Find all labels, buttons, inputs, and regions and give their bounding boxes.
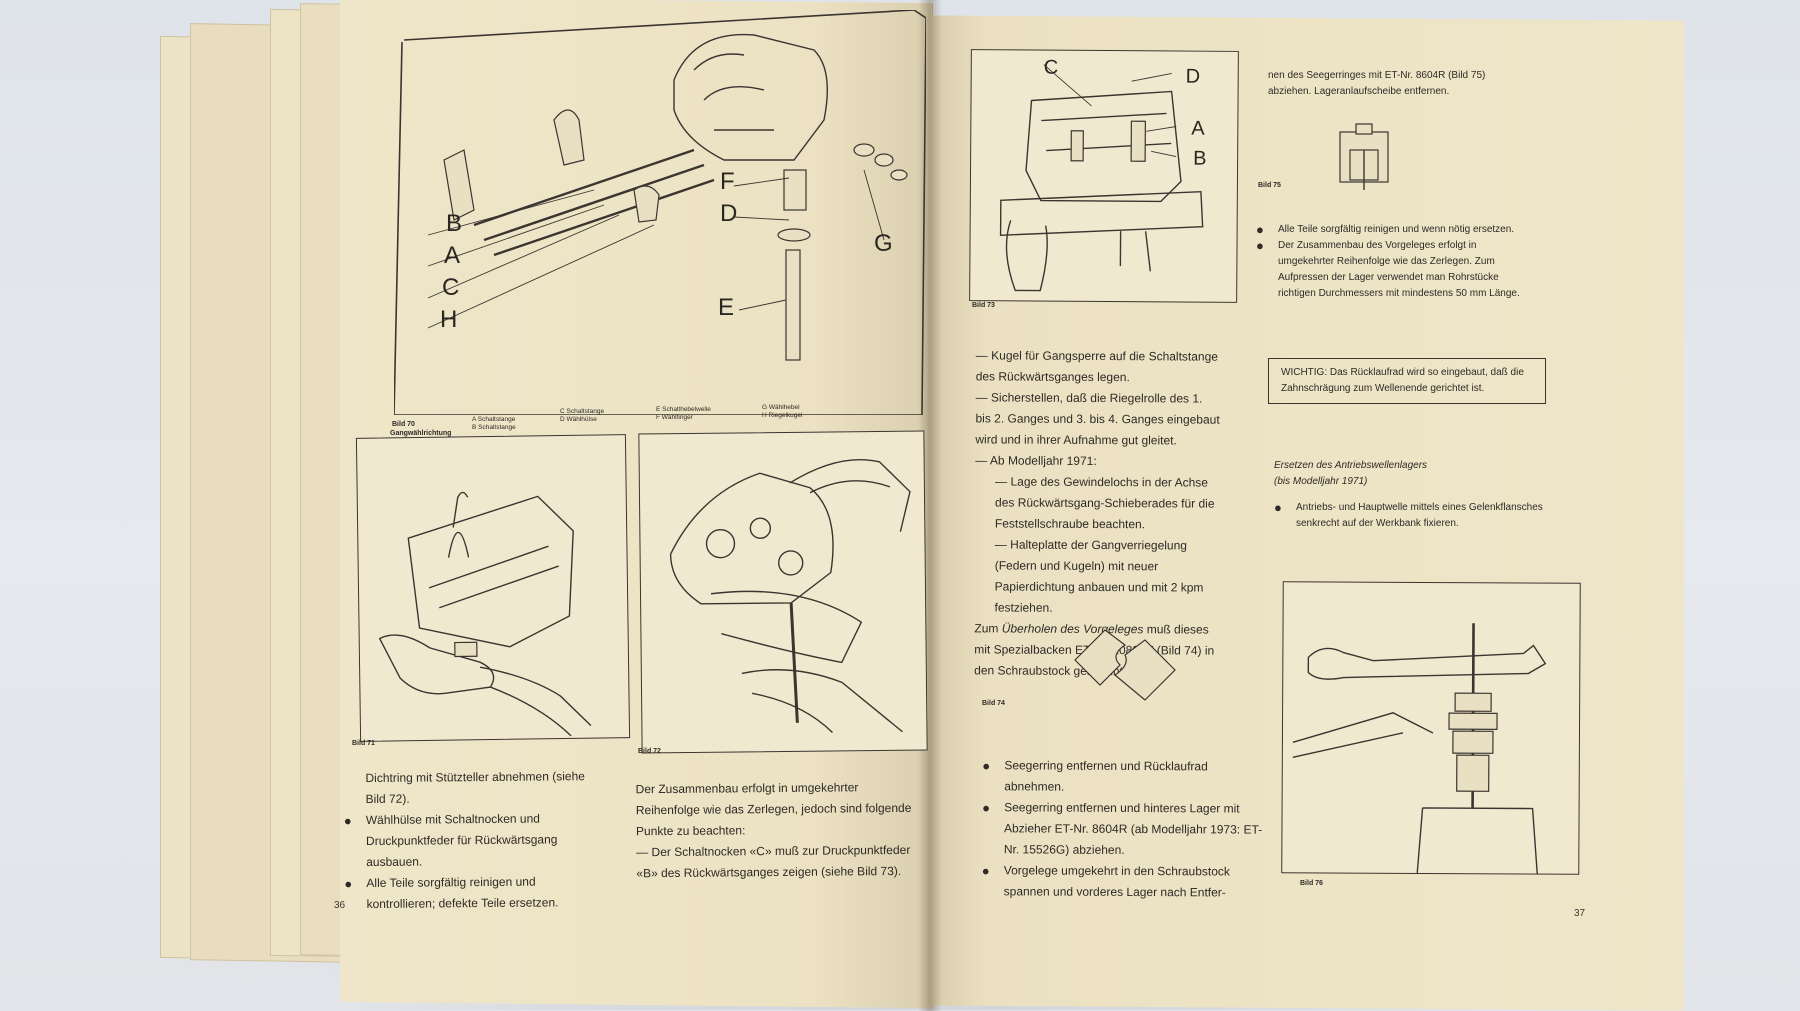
left-col2-dash: — Der Schaltnocken «C» muß zur Druckpunk… <box>636 842 911 881</box>
fig71-caption: Bild 71 <box>352 740 375 747</box>
fig73-label-c: C <box>1043 56 1059 79</box>
figure-74-drawing <box>1074 629 1176 701</box>
legend-b: B Schaltstange <box>472 424 516 431</box>
wichtig-text: WICHTIG: Das Rücklaufrad wird so eingeba… <box>1281 367 1524 394</box>
right-col-2-top: nen des Seegerringes mit ET-Nr. 8604R (B… <box>1268 68 1518 100</box>
wichtig-box: WICHTIG: Das Rücklaufrad wird so eingeba… <box>1268 358 1546 404</box>
right-col1-item-1: — Kugel für Gangsperre auf die Schaltsta… <box>975 348 1219 385</box>
right-col1-bullet-3: Vorgelege umgekehrt in den Schraubstock … <box>1004 860 1269 903</box>
right-col2-bullet-3: Antriebs- und Hauptwelle mittels eines G… <box>1274 500 1544 532</box>
fig70-label-g: G <box>874 230 893 257</box>
right-col2-bullet-2: Der Zusammenbau des Vorgeleges erfolgt i… <box>1256 238 1524 302</box>
figure-70: B A C H F D E G <box>393 9 927 416</box>
figure-71 <box>355 434 631 742</box>
figure-73: C D A B <box>969 49 1239 303</box>
fig73-label-d: D <box>1185 65 1201 88</box>
fig70-label-f: F <box>720 168 735 195</box>
fig73-label-a: A <box>1191 117 1205 140</box>
legend-e: E Schalthebelwelle <box>656 406 711 413</box>
legend-d: D Wählhülse <box>560 416 597 423</box>
left-col1-para: Dichtring mit Stützteller abnehmen (sieh… <box>365 769 585 807</box>
fig70-label-h: H <box>440 306 458 333</box>
fig75-caption: Bild 75 <box>1258 182 1281 189</box>
fig70-label-d: D <box>720 200 738 227</box>
right-col-2-bullets: Alle Teile sorgfältig reinigen und wenn … <box>1256 222 1524 302</box>
fig70-label-e: E <box>718 294 735 321</box>
fig73-label-b: B <box>1193 147 1207 170</box>
figure-75-drawing <box>1339 123 1389 190</box>
left-col1-bullet-2: Alle Teile sorgfältig reinigen und kontr… <box>366 871 606 915</box>
fig70-label-b: B <box>446 210 463 237</box>
fig72-caption: Bild 72 <box>638 748 661 755</box>
figure-72 <box>638 430 928 754</box>
legend-c: C Schaltstange <box>560 408 605 415</box>
right-col1-bullet-1: Seegerring entfernen und Rücklaufrad abn… <box>1004 755 1269 798</box>
figure-74 <box>1070 620 1180 710</box>
fig70-label-a: A <box>444 242 461 269</box>
legend-g: G Wählhebel <box>762 404 800 411</box>
right-col1-item-3: — Ab Modelljahr 1971: <box>975 453 1097 468</box>
left-col-1: Dichtring mit Stützteller abnehmen (sieh… <box>365 766 606 915</box>
right-col1-bullet-2: Seegerring entfernen und hinteres Lager … <box>1004 797 1269 861</box>
figure-71-drawing <box>378 491 592 737</box>
left-col-2: Der Zusammenbau erfolgt in umgekehrter R… <box>636 777 925 885</box>
subheading-line-1: Ersetzen des Antriebswellenlagers <box>1274 460 1428 471</box>
fig76-caption: Bild 76 <box>1300 880 1323 887</box>
legend-h: H Riegelkugel <box>762 412 803 419</box>
left-col1-bullet-1: Wählhülse mit Schaltnocken und Druckpunk… <box>366 808 607 873</box>
legend-a: A Schaltstange <box>472 416 516 423</box>
right-col1-sub-1: — Lage des Gewindelochs in der Achse des… <box>994 474 1215 532</box>
page-number-left: 36 <box>334 900 346 911</box>
fig70-caption: Bild 70 <box>392 421 415 428</box>
subheading: Ersetzen des Antriebswellenlagers (bis M… <box>1274 458 1524 490</box>
right-col1-sub-2: — Halteplatte der Gangverriegelung (Fede… <box>994 537 1204 615</box>
right-col-1-bullets: Seegerring entfernen und Rücklaufrad abn… <box>1004 755 1270 903</box>
fig74-caption: Bild 74 <box>982 700 1005 707</box>
right-col-2-bullet-last: Antriebs- und Hauptwelle mittels eines G… <box>1274 500 1544 532</box>
figure-70-drawing <box>393 9 927 416</box>
fig73-caption: Bild 73 <box>972 302 995 309</box>
subheading-line-2: (bis Modelljahr 1971) <box>1274 476 1368 487</box>
figure-72-drawing <box>669 459 911 733</box>
right-col1-item-2: — Sicherstellen, daß die Riegelrolle des… <box>975 390 1220 448</box>
legend-f: F Wählfinger <box>656 414 693 421</box>
left-col2-intro: Der Zusammenbau erfolgt in umgekehrter R… <box>635 780 912 839</box>
figure-76 <box>1281 581 1581 875</box>
figure-73-drawing <box>999 64 1204 292</box>
fig70-title: Gangwählrichtung <box>390 430 452 437</box>
fig70-label-c: C <box>442 274 460 301</box>
figure-75 <box>1330 120 1400 200</box>
right-col2-bullet-1: Alle Teile sorgfältig reinigen und wenn … <box>1256 222 1524 238</box>
page-number-right: 37 <box>1574 908 1586 919</box>
figure-76-drawing <box>1292 623 1547 874</box>
right-col2-top-text: nen des Seegerringes mit ET-Nr. 8604R (B… <box>1268 70 1486 97</box>
